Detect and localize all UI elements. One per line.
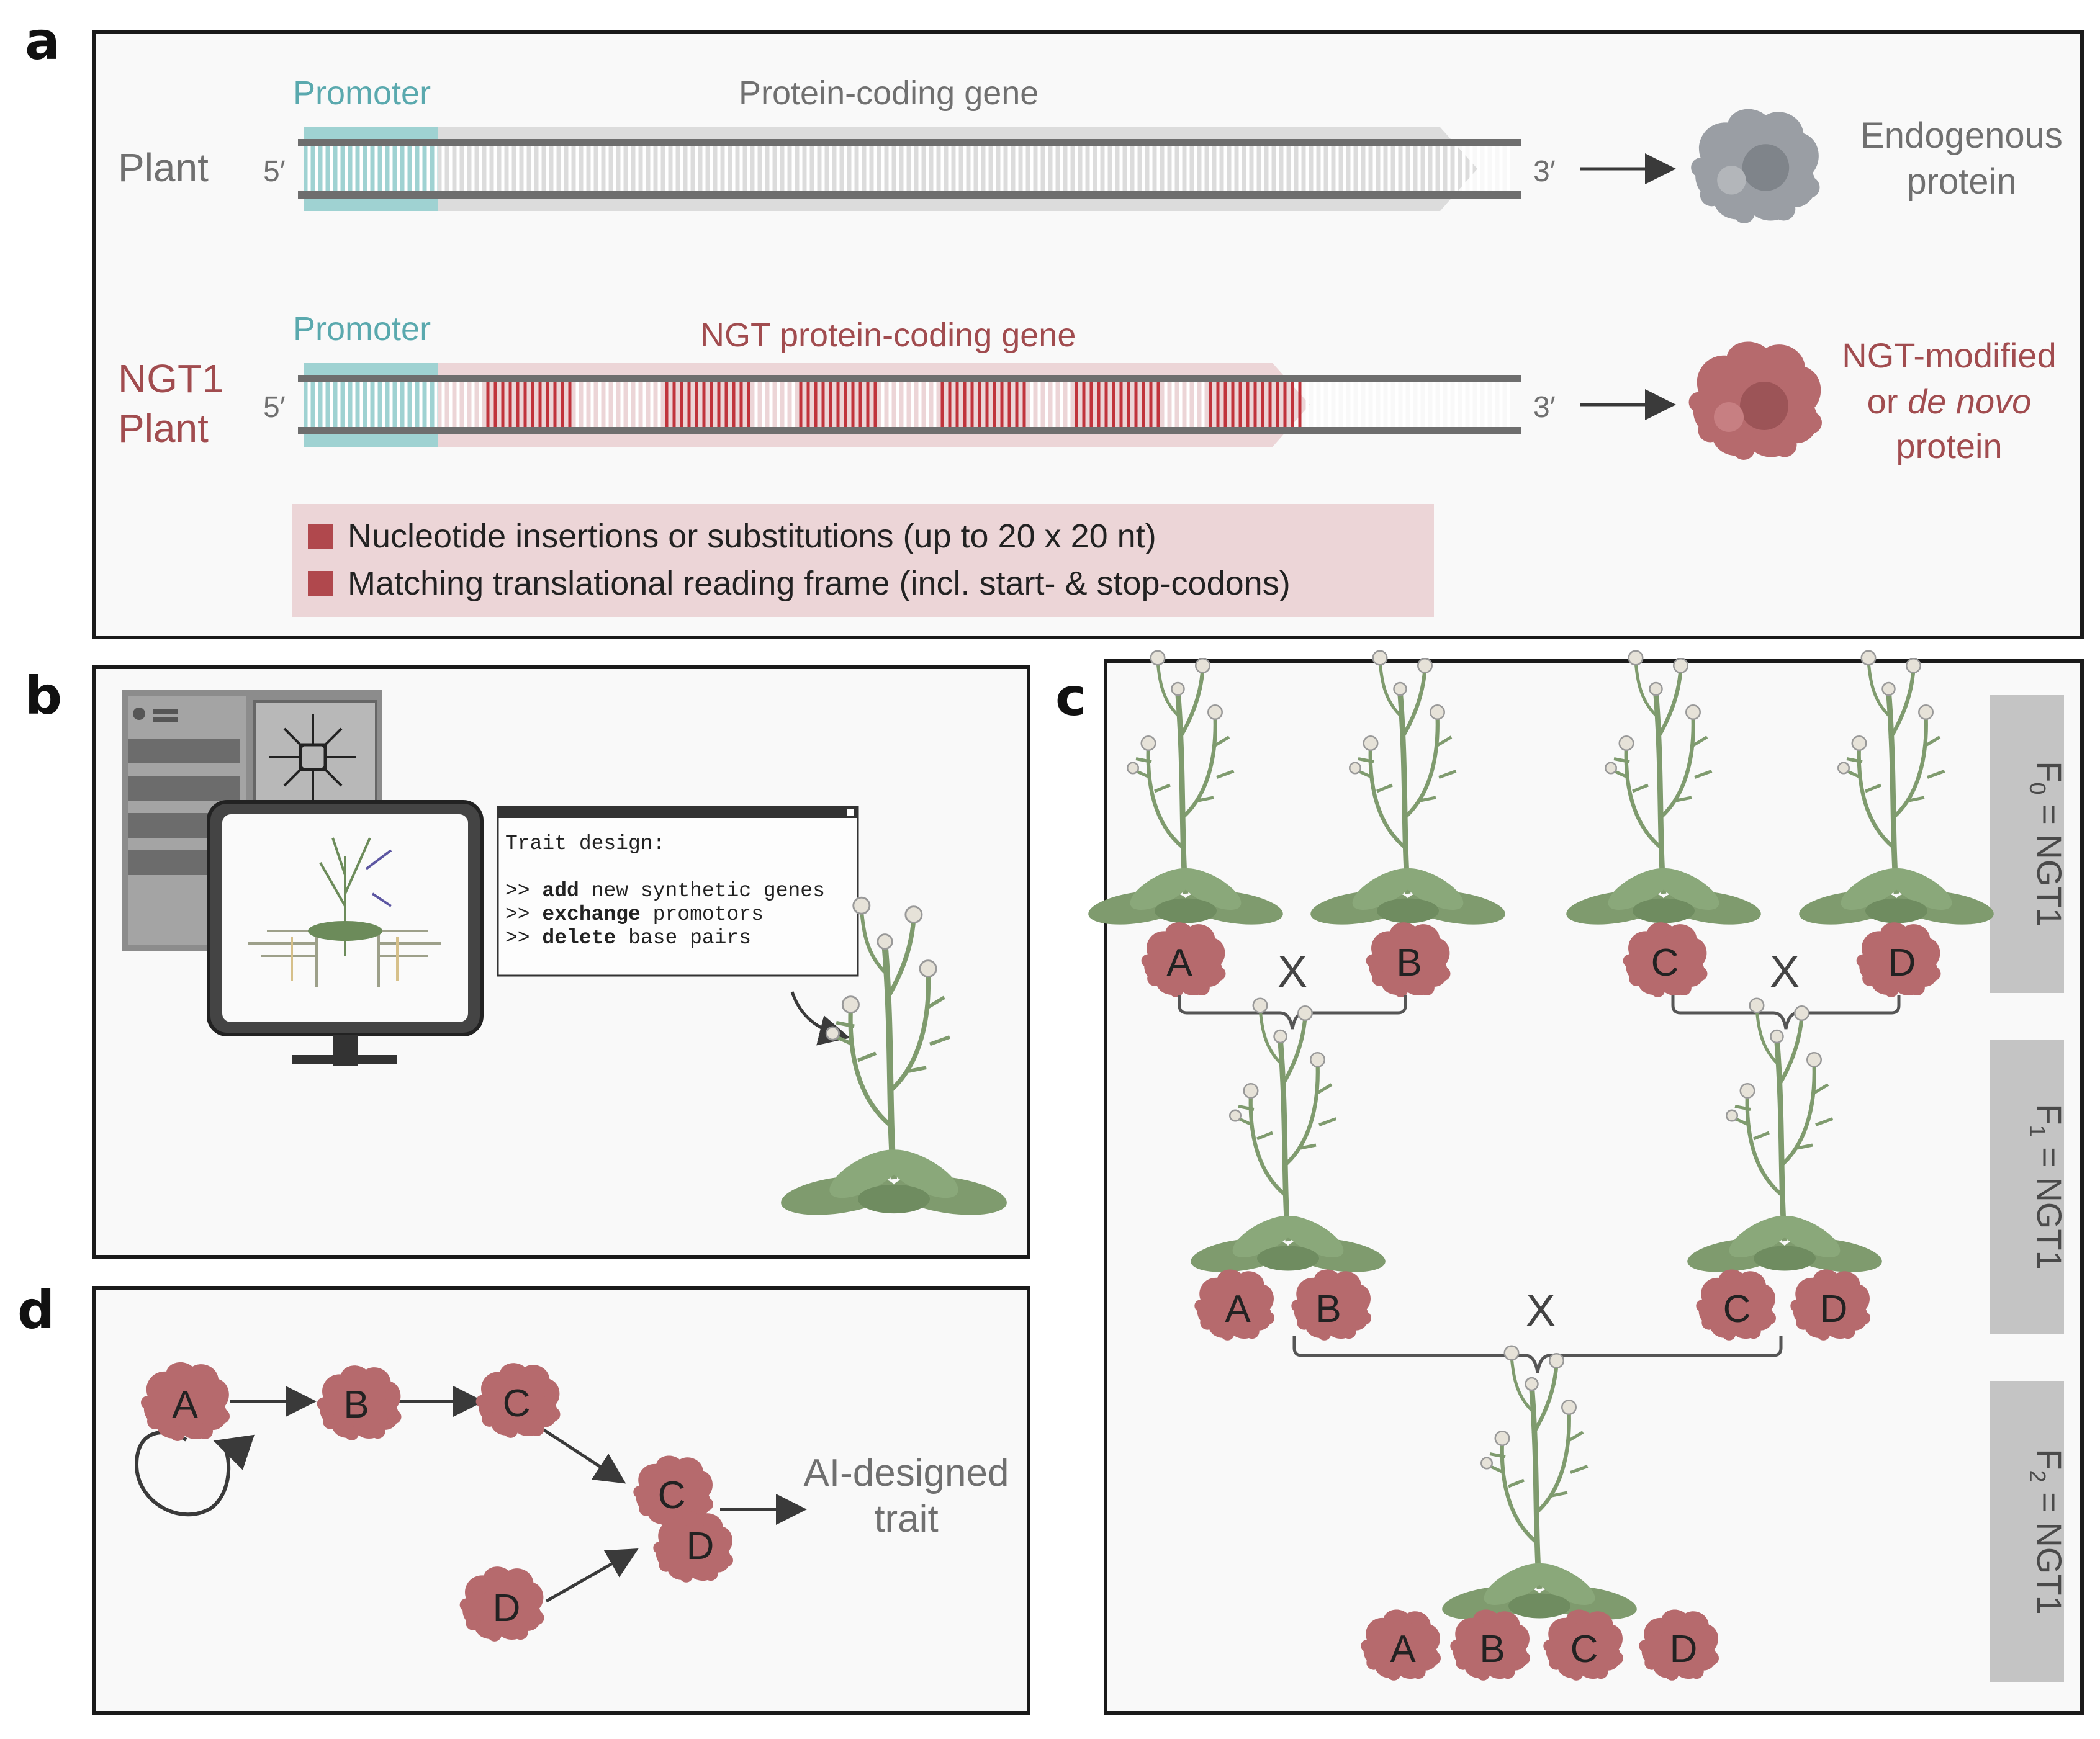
legend: Nucleotide insertions or substitutions (… <box>292 504 1434 617</box>
terminal-line-1: >> add new synthetic genes <box>505 879 825 902</box>
panel-a-letter: a <box>25 11 60 71</box>
terminal-line-3: >> delete base pairs <box>505 927 751 950</box>
red-protein-icon <box>1688 341 1822 460</box>
ngt-modified-line3: protein <box>1896 426 2002 465</box>
f2-a-label: A <box>1390 1628 1416 1671</box>
f2-c-label: C <box>1570 1628 1598 1671</box>
legend-square-2 <box>308 571 333 596</box>
bracket-f0-right <box>1671 995 1901 1030</box>
f1-d-label: D <box>1820 1288 1848 1331</box>
f0-d-label: D <box>1888 941 1916 984</box>
f1-a-label: A <box>1225 1288 1251 1331</box>
terminal-window: Trait design: >> add new synthetic genes… <box>497 806 859 977</box>
promoter-label-1: Promoter <box>293 74 431 112</box>
terminal-line-2: >> exchange promotors <box>505 903 764 926</box>
legend-item-2: Matching translational reading frame (in… <box>348 565 1291 602</box>
ngt1-label-line1: NGT1 <box>118 356 224 401</box>
arrow-d-cd <box>545 1548 639 1603</box>
gene-label-2: NGT protein-coding gene <box>700 317 1076 354</box>
cross-symbol-2: X <box>1770 947 1800 997</box>
node-d2-label: D <box>687 1525 714 1568</box>
three-prime-1: 3′ <box>1533 155 1556 188</box>
node-b-label: B <box>343 1383 369 1426</box>
panel-c-letter: c <box>1055 667 1086 727</box>
gene-label-1: Protein-coding gene <box>739 74 1039 112</box>
five-prime-2: 5′ <box>263 391 286 424</box>
node-a-label: A <box>172 1383 198 1426</box>
five-prime-1: 5′ <box>263 155 286 188</box>
node-d-label: D <box>493 1587 521 1630</box>
monitor-icon <box>207 800 484 1066</box>
generation-box-f2: F2 = NGT1 <box>1990 1381 2069 1682</box>
three-prime-2: 3′ <box>1533 391 1556 424</box>
f1-c-label: C <box>1723 1288 1751 1331</box>
f0-c-label: C <box>1651 941 1679 984</box>
legend-item-1: Nucleotide insertions or substitutions (… <box>348 518 1156 555</box>
ai-trait-line1: AI-designed <box>804 1452 1009 1494</box>
ngt-modified-line2: or de novo <box>1867 382 2032 421</box>
cross-symbol-1: X <box>1278 947 1307 997</box>
endogenous-line1: Endogenous <box>1860 115 2063 156</box>
f2-label: F2 = NGT1 <box>2025 1449 2069 1614</box>
f2-d-label: D <box>1670 1628 1698 1671</box>
gray-protein-icon <box>1691 109 1820 223</box>
panel-d-frame <box>92 1286 1030 1715</box>
self-loop-arrow <box>134 1431 255 1517</box>
plant-label: Plant <box>118 145 209 190</box>
panel-c-frame <box>1104 659 2084 1715</box>
pathway-graph: A B C C D D AI-designed trait <box>134 1362 1009 1642</box>
f0-b-label: B <box>1396 941 1422 984</box>
bracket-f0-left <box>1178 995 1407 1030</box>
panel-b-letter: b <box>25 665 62 726</box>
f2-b-label: B <box>1479 1628 1505 1671</box>
ngt-modified-line1: NGT-modified <box>1842 336 2056 375</box>
panel-d-letter: d <box>17 1280 55 1341</box>
endogenous-line2: protein <box>1906 161 2016 202</box>
promoter-label-2: Promoter <box>293 310 431 348</box>
f1-label: F1 = NGT1 <box>2025 1103 2069 1269</box>
dna-strand-2 <box>298 363 1521 447</box>
f0-label: F0 = NGT1 <box>2025 761 2069 927</box>
f0-a-label: A <box>1166 941 1192 984</box>
arrow-c-cd <box>539 1426 626 1484</box>
generation-box-f1: F1 = NGT1 <box>1990 1040 2069 1334</box>
ngt1-label-line2: Plant <box>118 406 209 451</box>
bracket-f1 <box>1292 1336 1783 1373</box>
legend-square-1 <box>308 524 333 549</box>
cross-symbol-3: X <box>1526 1286 1556 1336</box>
dna-strand-1 <box>298 127 1521 211</box>
generation-box-f0: F0 = NGT1 <box>1990 695 2069 993</box>
f1-b-label: B <box>1315 1288 1341 1331</box>
ai-trait-line2: trait <box>874 1498 938 1540</box>
node-c-label: C <box>503 1382 531 1425</box>
node-c2-label: C <box>658 1474 686 1517</box>
terminal-title: Trait design: <box>505 832 665 855</box>
